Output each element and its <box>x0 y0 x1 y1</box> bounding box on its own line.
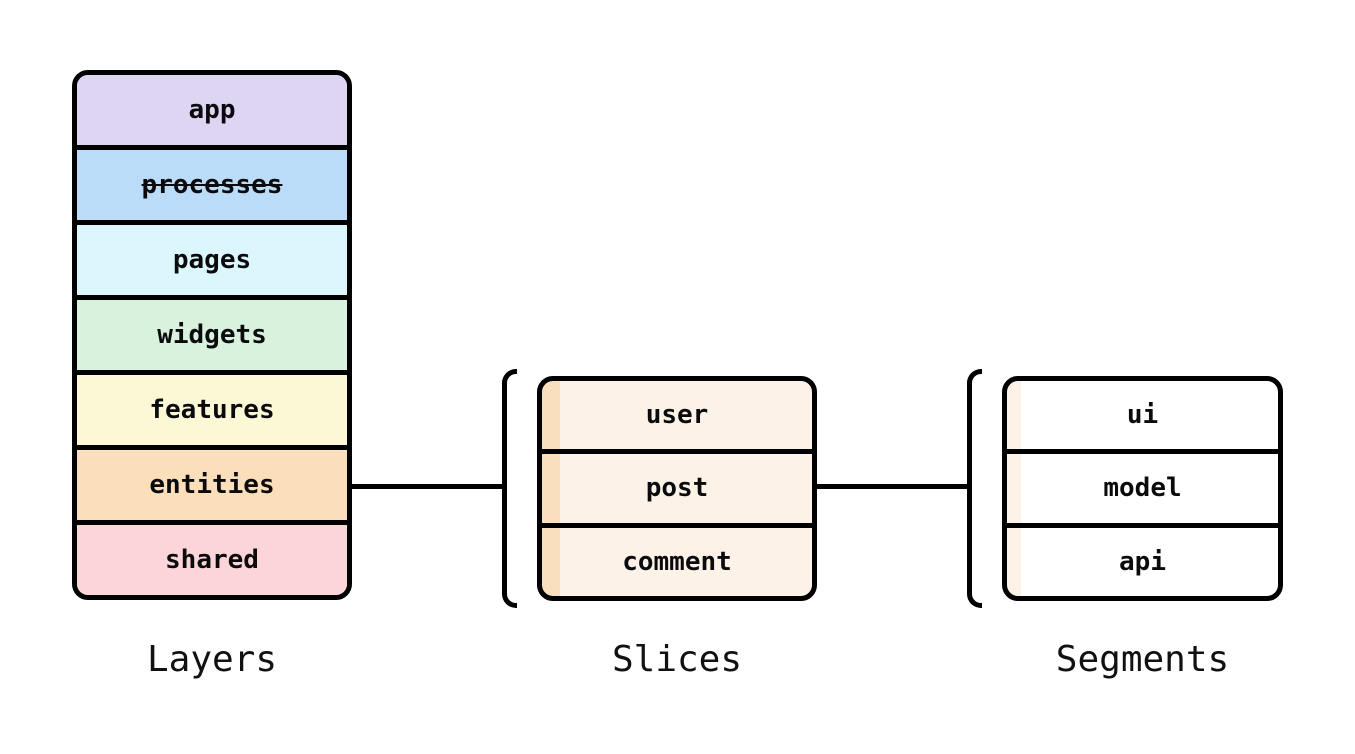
layers-caption: Layers <box>146 639 278 680</box>
segment-label-api: api <box>1119 546 1166 577</box>
slice-label-user: user <box>645 400 709 431</box>
slice-row-post: post <box>542 449 812 522</box>
layer-label-pages: pages <box>172 245 252 275</box>
connector-layers-slices <box>352 484 502 489</box>
segments-caption: Segments <box>1055 639 1230 680</box>
layer-row-entities: entities <box>77 445 347 520</box>
layer-label-shared: shared <box>165 545 259 575</box>
slices-stack: user post comment <box>537 376 817 601</box>
segments-bracket <box>967 369 982 608</box>
slices-caption: Slices <box>611 639 743 680</box>
segment-row-api: api <box>1007 522 1278 596</box>
segment-row-ui: ui <box>1007 381 1278 449</box>
slice-row-comment: comment <box>542 522 812 596</box>
layer-label-entities: entities <box>149 470 275 500</box>
layer-label-processes: processes <box>141 170 283 200</box>
layer-label-app: app <box>188 95 236 125</box>
segment-row-model: model <box>1007 449 1278 522</box>
slices-bracket <box>502 369 517 608</box>
connector-slices-segments <box>817 484 967 489</box>
slice-label-comment: comment <box>622 546 732 577</box>
slice-row-user: user <box>542 381 812 449</box>
layer-row-features: features <box>77 370 347 445</box>
segments-stack: ui model api <box>1002 376 1283 601</box>
layer-label-widgets: widgets <box>157 320 267 350</box>
segment-label-model: model <box>1103 473 1182 504</box>
layer-label-features: features <box>149 395 275 425</box>
slice-label-post: post <box>645 473 709 504</box>
layer-row-widgets: widgets <box>77 295 347 370</box>
layer-row-processes: processes <box>77 145 347 220</box>
layer-row-shared: shared <box>77 520 347 595</box>
layers-stack: app processes pages widgets features ent… <box>72 70 352 600</box>
layer-row-app: app <box>77 75 347 145</box>
layer-row-pages: pages <box>77 220 347 295</box>
segment-label-ui: ui <box>1126 400 1159 431</box>
